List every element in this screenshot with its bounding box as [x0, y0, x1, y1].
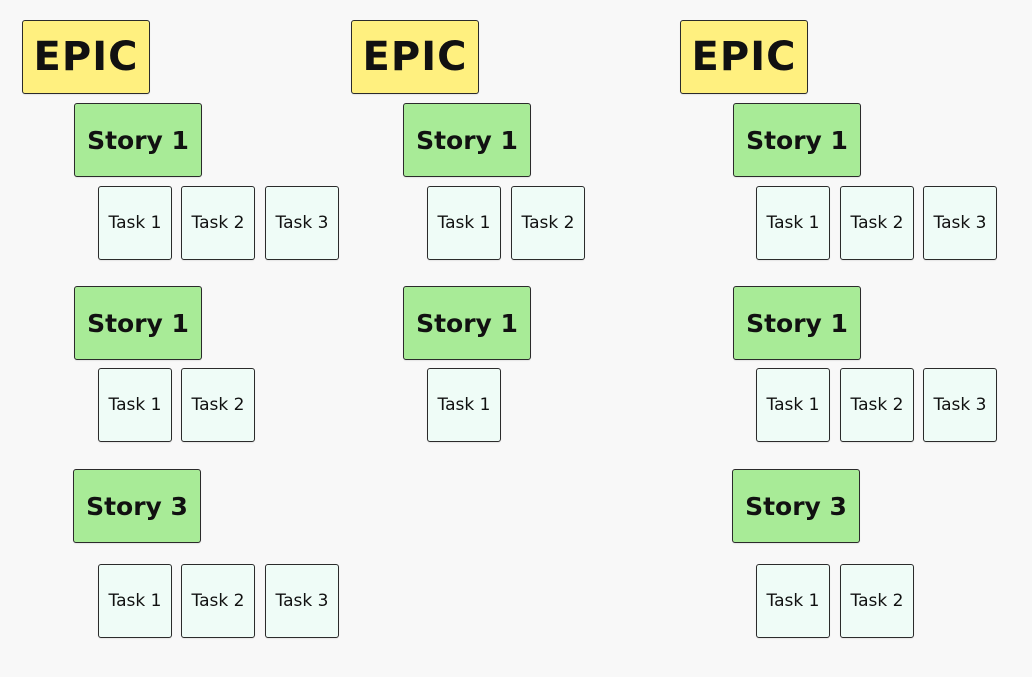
- task-card[interactable]: Task 2: [840, 564, 914, 638]
- story-card[interactable]: Story 1: [403, 103, 531, 177]
- task-card[interactable]: Task 1: [756, 368, 830, 442]
- story-card[interactable]: Story 1: [74, 286, 202, 360]
- epic-card[interactable]: EPIC: [22, 20, 150, 94]
- task-card[interactable]: Task 1: [98, 564, 172, 638]
- story-card[interactable]: Story 1: [74, 103, 202, 177]
- story-card[interactable]: Story 3: [73, 469, 201, 543]
- task-card[interactable]: Task 2: [181, 186, 255, 260]
- task-card[interactable]: Task 3: [923, 368, 997, 442]
- task-card[interactable]: Task 1: [427, 186, 501, 260]
- task-card[interactable]: Task 2: [840, 368, 914, 442]
- task-card[interactable]: Task 2: [181, 368, 255, 442]
- task-card[interactable]: Task 2: [181, 564, 255, 638]
- task-card[interactable]: Task 1: [756, 186, 830, 260]
- task-card[interactable]: Task 1: [98, 368, 172, 442]
- task-card[interactable]: Task 3: [923, 186, 997, 260]
- task-card[interactable]: Task 3: [265, 564, 339, 638]
- epic-card[interactable]: EPIC: [680, 20, 808, 94]
- epic-card[interactable]: EPIC: [351, 20, 479, 94]
- story-card[interactable]: Story 1: [733, 286, 861, 360]
- story-card[interactable]: Story 3: [732, 469, 860, 543]
- task-card[interactable]: Task 3: [265, 186, 339, 260]
- task-card[interactable]: Task 1: [427, 368, 501, 442]
- story-card[interactable]: Story 1: [403, 286, 531, 360]
- task-card[interactable]: Task 2: [511, 186, 585, 260]
- task-card[interactable]: Task 1: [756, 564, 830, 638]
- story-card[interactable]: Story 1: [733, 103, 861, 177]
- task-card[interactable]: Task 1: [98, 186, 172, 260]
- task-card[interactable]: Task 2: [840, 186, 914, 260]
